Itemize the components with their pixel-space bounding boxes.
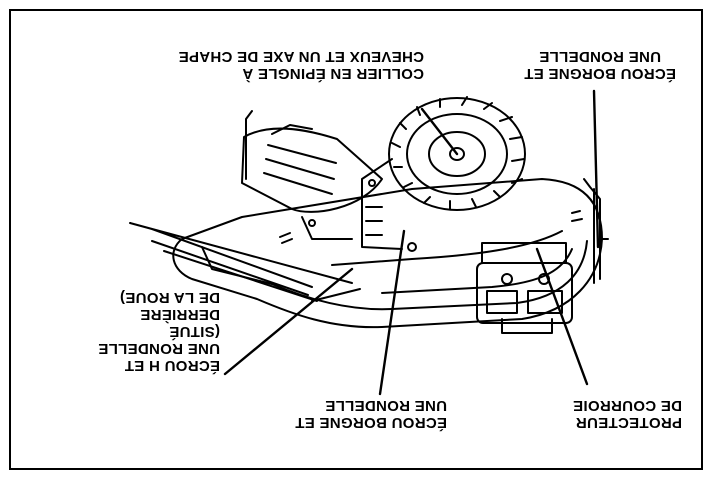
rear-housing bbox=[301, 158, 403, 250]
label-line: DE LA ROUE) bbox=[119, 289, 220, 306]
hardware-bolts bbox=[279, 179, 583, 252]
leader-cap-nut-upper bbox=[592, 89, 600, 249]
label-line: ÉCROU H ET bbox=[124, 357, 220, 374]
label-line: DERRIÈRE bbox=[140, 306, 220, 323]
label-line: CHEVEUX ET UN AXE DE CHAPE bbox=[178, 48, 424, 65]
label-cap-nut-washer-lower: ÉCROU BORGNE ET UNE RONDELLE bbox=[295, 397, 447, 431]
side-plate bbox=[583, 178, 609, 284]
label-h-nut-washer: ÉCROU H ET UNE RONDELLE (SITUÉ DERRIÈRE … bbox=[98, 289, 220, 374]
label-line: UNE RONDELLE bbox=[98, 340, 220, 357]
leader-belt-guard bbox=[535, 247, 589, 386]
label-line: ÉCROU BORGNE ET bbox=[294, 414, 447, 431]
leader-lines bbox=[223, 89, 600, 396]
leader-h-nut bbox=[223, 267, 354, 376]
label-belt-guard: PROTECTEUR DE COURROIE bbox=[573, 397, 682, 431]
label-cap-nut-washer-upper: ÉCROU BORGNE ET UNE RONDELLE bbox=[520, 48, 680, 82]
label-line: PROTECTEUR bbox=[575, 414, 682, 431]
label-line: DE COURROIE bbox=[572, 397, 682, 414]
label-line: UNE RONDELLE bbox=[325, 397, 447, 414]
leader-hairpin bbox=[420, 107, 459, 156]
label-line: ÉCROU BORGNE ET bbox=[524, 65, 677, 82]
label-line: COLLIER EN ÉPINGLE À bbox=[242, 65, 424, 82]
leader-cap-nut-lower bbox=[378, 229, 406, 396]
label-hairpin-clevis: COLLIER EN ÉPINGLE À CHEVEUX ET UN AXE D… bbox=[178, 48, 424, 82]
wheel bbox=[388, 96, 526, 211]
chute-housing bbox=[241, 110, 383, 213]
engine-block bbox=[476, 242, 573, 334]
label-line: UNE RONDELLE bbox=[539, 48, 661, 65]
label-line: (SITUÉ bbox=[169, 323, 220, 340]
